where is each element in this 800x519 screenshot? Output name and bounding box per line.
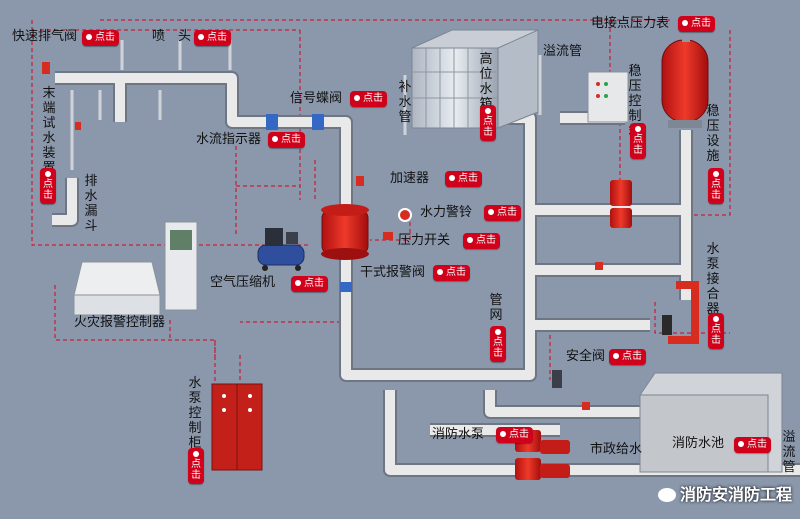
high-tank-click-button[interactable]: 点击 (480, 105, 496, 141)
accelerator-click-button[interactable]: 点击 (445, 171, 482, 187)
pump-cabinet-click-button[interactable]: 点击 (188, 448, 204, 484)
pressure-gauge-click-button[interactable]: 点击 (678, 16, 715, 32)
pump-control-cabinet-label: 水泵控制柜 (188, 376, 202, 451)
air-compressor-body (257, 228, 305, 271)
drain-funnel-label: 排水漏斗 (84, 174, 98, 234)
watermark-text: 消防安消防工程 (679, 485, 792, 504)
stabilizing-pumps (610, 180, 632, 228)
quick-exhaust-click-button[interactable]: 点击 (82, 30, 119, 46)
blue-valves (266, 114, 352, 292)
safety-valve-body (552, 370, 562, 388)
dry-alarm-valve-click-button[interactable]: 点击 (433, 265, 470, 281)
red-valves (42, 62, 603, 410)
fire-alarm-panel-unit (73, 221, 198, 316)
fire-alarm-panel-label: 火灾报警控制器 (74, 315, 166, 330)
pressure-tank (661, 26, 709, 128)
dry-alarm-valve-body (321, 204, 412, 260)
pump-adapter-unit (662, 281, 699, 344)
pump-adapter-click-button[interactable]: 点击 (708, 313, 724, 349)
high-tank-label: 高位水箱 (479, 52, 493, 112)
fire-pump-label: 消防水泵 (432, 427, 485, 442)
accelerator-label: 加速器 (390, 171, 430, 186)
pipe-network-click-button[interactable]: 点击 (490, 326, 506, 362)
overflow-pipe-top-label: 溢流管 (543, 44, 583, 59)
signal-valve-click-button[interactable]: 点击 (350, 91, 387, 107)
municipal-supply-label: 市政给水 (590, 442, 643, 457)
sprinkler-label: 喷 头 (152, 29, 192, 44)
signal-butterfly-valve-label: 信号蝶阀 (290, 91, 343, 106)
overflow-pipe-right-label: 溢流管 (782, 430, 796, 475)
end-test-click-button[interactable]: 点击 (40, 168, 56, 204)
sprinkler-click-button[interactable]: 点击 (194, 30, 231, 46)
hydraulic-bell-click-button[interactable]: 点击 (484, 205, 521, 221)
flow-indicator-click-button[interactable]: 点击 (268, 132, 305, 148)
makeup-pipe-label: 补水管 (398, 80, 412, 125)
safety-valve-label: 安全阀 (566, 349, 606, 364)
pump-control-cabinet-unit (211, 383, 263, 471)
stabilizing-control-box (587, 71, 629, 123)
air-compressor-click-button[interactable]: 点击 (291, 276, 328, 292)
fire-pool-click-button[interactable]: 点击 (734, 437, 771, 453)
hydraulic-bell-label: 水力警铃 (420, 205, 473, 220)
end-test-device-label: 末端试水装置 (42, 86, 56, 176)
fire-pump-click-button[interactable]: 点击 (496, 427, 533, 443)
stabilizing-device-label: 稳压设施 (706, 104, 720, 164)
pressure-switch-click-button[interactable]: 点击 (463, 233, 500, 249)
quick-exhaust-valve-label: 快速排气阀 (12, 29, 78, 44)
fire-pool-label: 消防水池 (672, 436, 725, 451)
stabilizing-device-click-button[interactable]: 点击 (708, 168, 724, 204)
pressure-switch-label: 压力开关 (398, 233, 451, 248)
watermark: 消防安消防工程 (657, 481, 792, 505)
pump-adapter-label: 水泵接合器 (706, 242, 720, 317)
dry-alarm-valve-label: 干式报警阀 (360, 265, 426, 280)
pressure-gauge-label: 电接点压力表 (591, 16, 670, 31)
safety-valve-click-button[interactable]: 点击 (609, 349, 646, 365)
fire-pool-tank (639, 372, 783, 473)
stabilizing-control-box-click-button[interactable]: 点击 (630, 123, 646, 159)
flow-indicator-label: 水流指示器 (196, 132, 262, 147)
high-water-tank (411, 29, 539, 129)
pipe-network-label: 管网 (489, 293, 503, 323)
wechat-icon (657, 488, 676, 502)
air-compressor-label: 空气压缩机 (210, 275, 276, 290)
